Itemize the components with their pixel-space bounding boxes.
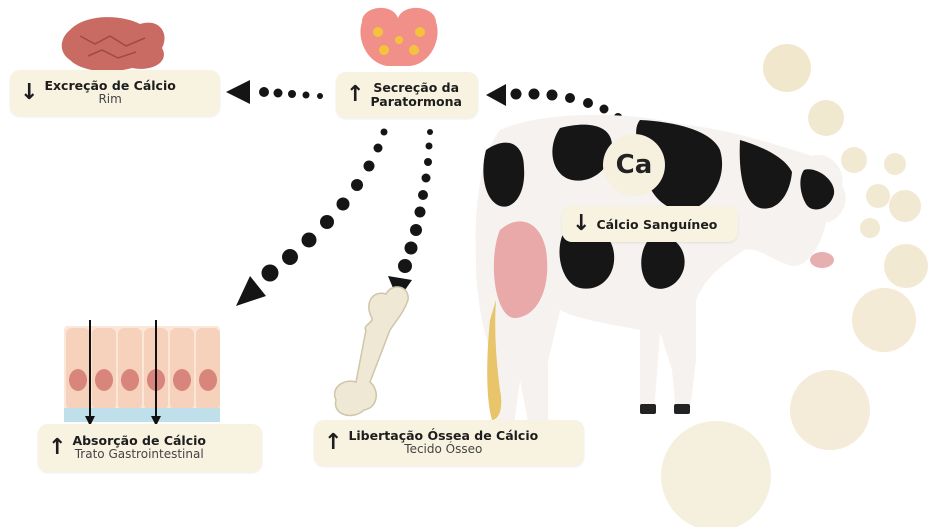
thyroid-illustration [360,8,437,66]
bone-subtitle: Tecido Ósseo [404,443,482,457]
decrease-arrow-icon: ↓ [572,213,590,235]
intestine-title: Absorção de Cálcio [72,434,206,448]
calcium-ion-badge: Ca [603,134,665,196]
kidney-subtitle: Rim [98,93,121,107]
hormone-title-line1: Secreção da [373,81,459,95]
kidney-excretion-label: ↓ Excreção de Cálcio Rim [10,70,220,116]
kidney-illustration [62,17,165,71]
bone-illustration [335,287,409,416]
bone-release-label: ↑ Libertação Óssea de Cálcio Tecido Ósse… [314,420,584,466]
parathyroid-hormone-label: ↑ Secreção da Paratormona [336,72,478,118]
intestine-cells-illustration [64,320,220,426]
intestinal-absorption-label: ↑ Absorção de Cálcio Trato Gastrointesti… [38,424,262,472]
blood-calcium-title: Cálcio Sanguíneo [596,217,717,232]
kidney-title: Excreção de Cálcio [44,79,175,93]
increase-arrow-icon: ↑ [324,432,342,454]
blood-calcium-label: ↓ Cálcio Sanguíneo [562,206,738,242]
increase-arrow-icon: ↑ [346,84,364,106]
increase-arrow-icon: ↑ [48,437,66,459]
decrease-arrow-icon: ↓ [20,82,38,104]
hormone-title-line2: Paratormona [370,95,462,109]
intestine-subtitle: Trato Gastrointestinal [75,448,204,462]
